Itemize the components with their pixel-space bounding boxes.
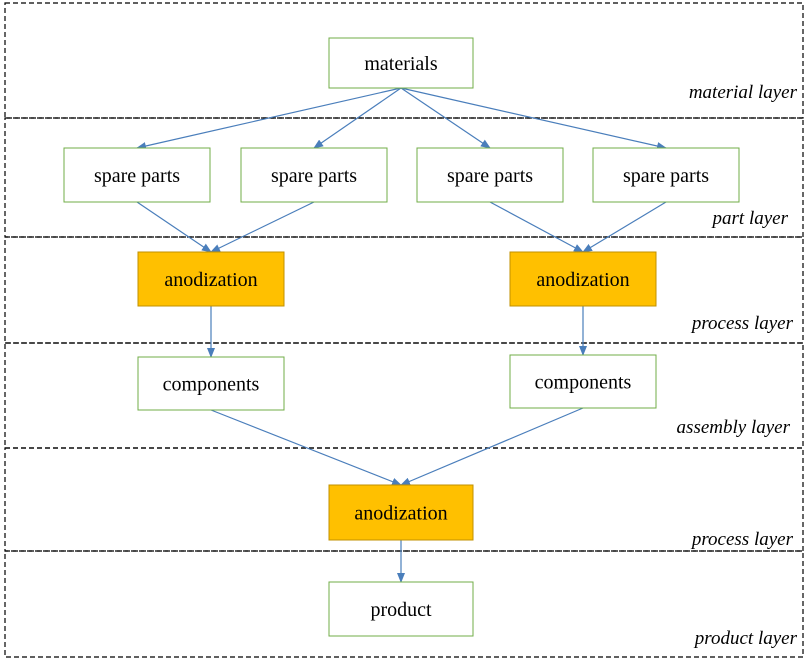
node-box-anod2	[509, 251, 657, 307]
node-materials: materials	[328, 37, 474, 89]
node-part2: spare parts	[240, 147, 388, 203]
node-label-part4: spare parts	[623, 165, 709, 187]
node-anod2: anodization	[509, 251, 657, 307]
edge-part2-to-anod1	[210, 201, 315, 253]
node-label-anod1: anodization	[164, 269, 257, 291]
node-label-comp2: components	[535, 372, 632, 394]
layer-band-product	[4, 550, 804, 658]
edge-part4-to-anod2	[582, 201, 667, 253]
node-label-comp1: components	[163, 374, 260, 396]
node-box-part2	[240, 147, 388, 203]
node-label-part2: spare parts	[271, 165, 357, 187]
node-anod1: anodization	[137, 251, 285, 307]
edge-part3-to-anod2	[489, 201, 584, 253]
node-comp1: components	[137, 356, 285, 411]
node-label-materials: materials	[364, 53, 438, 75]
node-box-anod1	[137, 251, 285, 307]
node-label-product: product	[370, 599, 432, 621]
layer-label-assembly: assembly layer	[677, 417, 791, 438]
layer-band-part	[4, 117, 804, 238]
node-part1: spare parts	[63, 147, 211, 203]
layer-label-process1: process layer	[690, 313, 794, 334]
edge-comp2-to-anod3	[400, 407, 584, 486]
edges	[136, 87, 667, 583]
node-label-part3: spare parts	[447, 165, 533, 187]
node-anod3: anodization	[328, 484, 474, 541]
layer-band-assembly	[4, 342, 804, 449]
edge-materials-to-part2	[313, 87, 402, 149]
node-box-part4	[592, 147, 740, 203]
node-label-anod3: anodization	[354, 503, 447, 525]
layer-label-process2: process layer	[690, 529, 794, 550]
nodes: materials spare parts spare parts spare par…	[63, 37, 740, 637]
node-product: product	[328, 581, 474, 637]
node-comp2: components	[509, 354, 657, 409]
node-part4: spare parts	[592, 147, 740, 203]
node-label-part1: spare parts	[94, 165, 180, 187]
node-box-product	[328, 581, 474, 637]
node-part3: spare parts	[416, 147, 564, 203]
node-box-part1	[63, 147, 211, 203]
edge-part1-to-anod1	[136, 201, 212, 253]
layers: material layer part layer process layer ass…	[4, 2, 804, 658]
node-box-part3	[416, 147, 564, 203]
layer-label-part: part layer	[711, 208, 789, 229]
layer-label-material: material layer	[689, 82, 798, 103]
edge-comp1-to-anod3	[210, 409, 402, 486]
edge-materials-to-part1	[136, 87, 402, 150]
node-box-comp2	[509, 354, 657, 409]
layer-band-material	[4, 2, 804, 119]
edge-materials-to-part3	[400, 87, 491, 149]
node-box-anod3	[328, 484, 474, 541]
node-box-materials	[328, 37, 474, 89]
layer-band-process2	[4, 447, 804, 552]
node-box-comp1	[137, 356, 285, 411]
node-label-anod2: anodization	[536, 269, 629, 291]
layer-label-product: product layer	[693, 628, 798, 649]
edge-materials-to-part4	[400, 87, 667, 150]
layer-band-process1	[4, 236, 804, 344]
